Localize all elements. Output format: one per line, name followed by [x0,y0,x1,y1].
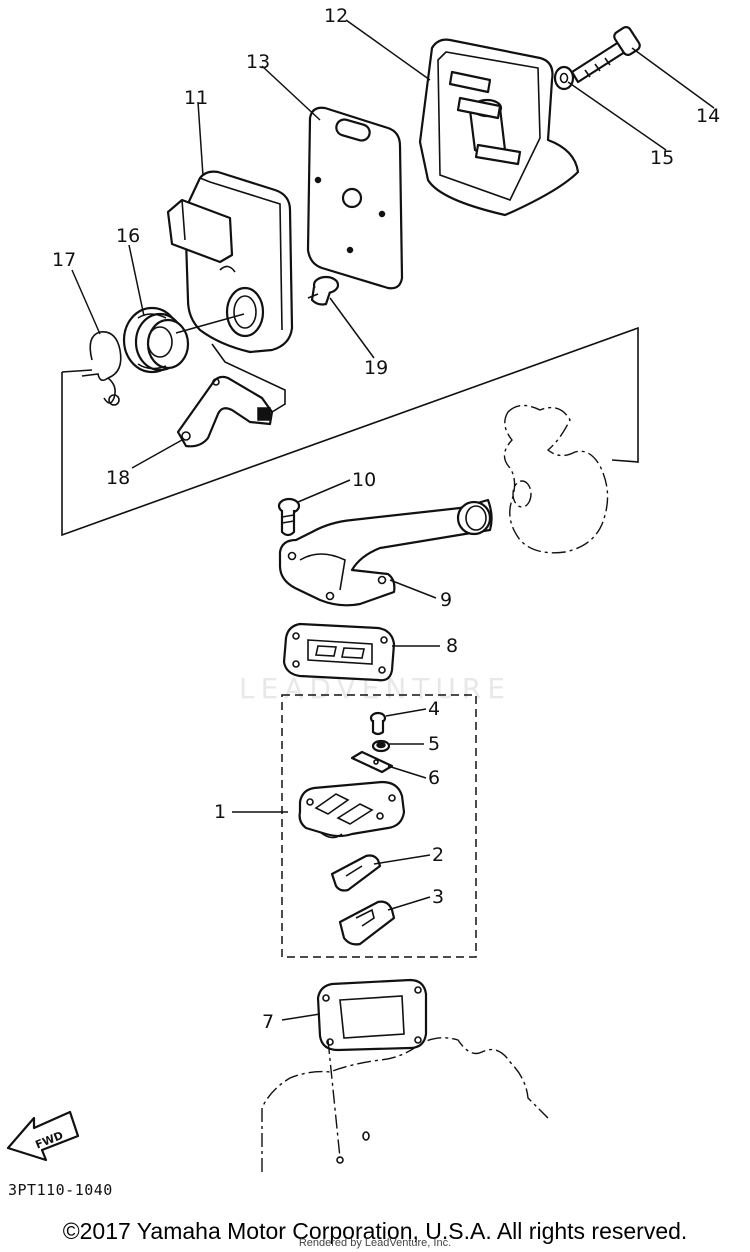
silencer-assembly-frame [61,326,639,537]
callout-1: 1 [214,801,226,823]
intake-joint-16 [122,306,190,374]
rendered-by-credit: Rendered by LeadVenture, Inc. [298,1237,452,1249]
callout-19: 19 [364,357,388,379]
gasket-7 [316,978,428,1052]
washer-5 [371,739,391,753]
callout-14: 14 [696,105,720,127]
clip-ring-17 [81,331,122,406]
washer-15 [553,65,575,91]
crankcase-hole [362,1131,370,1141]
housing-port-upper [512,480,532,508]
callout-15: 15 [650,147,674,169]
callout-17: 17 [52,249,76,271]
stopper-plate-6 [350,750,394,774]
callout-16: 16 [116,225,140,247]
reed-3 [338,900,396,946]
screw-10 [277,497,301,537]
reed-2 [330,854,382,892]
callout-11: 11 [184,87,208,109]
bolt-14 [570,26,641,84]
callout-numbers: 12 13 11 14 15 16 17 19 18 10 9 8 4 5 6 … [52,5,720,1033]
copyright-notice: ©2017 Yamaha Motor Corporation, U.S.A. A… [62,1218,688,1244]
reed-valve-assembly-box [281,694,477,958]
document-code: 3PT110-1040 [8,1181,113,1199]
callout-13: 13 [246,51,270,73]
bolt-19 [307,275,340,306]
gasket-8 [282,622,396,682]
callout-10: 10 [352,469,376,491]
gasket-7-alignment-line [327,1039,341,1159]
callout-4: 4 [428,698,440,720]
callout-2: 2 [432,844,444,866]
alignment-pin [336,1156,344,1164]
crankcase-outline [261,1037,549,1172]
callout-7: 7 [262,1011,274,1033]
housing-outline-upper [503,404,609,554]
callout-9: 9 [440,589,452,611]
intake-manifold-9 [278,498,493,607]
callout-8: 8 [446,635,458,657]
reed-valve-body [298,780,406,839]
screw-4 [369,711,387,736]
fwd-arrow-icon: FWD [6,1110,80,1162]
air-box-case [418,38,580,217]
element-plate-13 [306,106,404,290]
callout-18: 18 [106,467,130,489]
callout-3: 3 [432,886,444,908]
leader-lines [71,19,715,1021]
callout-12: 12 [324,5,348,27]
silencer-body-11 [166,170,294,354]
callout-5: 5 [428,733,440,755]
callout-6: 6 [428,767,440,789]
bracket-18 [176,343,286,448]
